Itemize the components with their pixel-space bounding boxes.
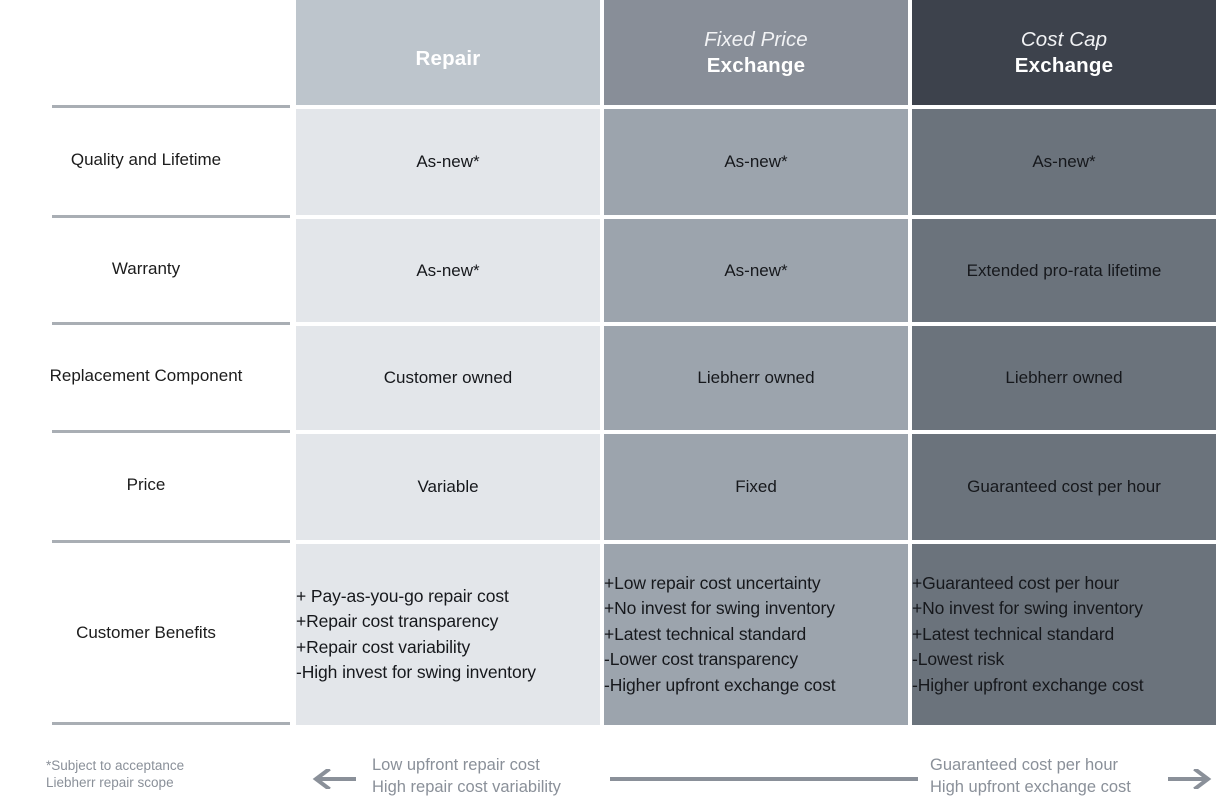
arrow-right-icon — [1166, 769, 1212, 789]
comparison-table: Repair Fixed Price Exchange Cost Cap Exc… — [0, 0, 1216, 725]
axis-label-right-line-1: Guaranteed cost per hour — [930, 756, 1119, 774]
row-divider — [52, 430, 290, 433]
row-label-price: Price — [0, 430, 292, 540]
benefit-item: +Guaranteed cost per hour — [912, 572, 1120, 593]
row-divider-bottom — [52, 722, 290, 725]
column-header-cost-cap-main: Exchange — [1014, 53, 1114, 77]
column-header-cost-cap-exchange: Cost Cap Exchange — [908, 0, 1216, 105]
cell-warranty-cost-cap: Extended pro-rata lifetime — [908, 215, 1216, 322]
cell-quality-fixed-price: As-new* — [600, 105, 908, 215]
column-header-fixed-price-exchange: Fixed Price Exchange — [600, 0, 908, 105]
column-header-repair: Repair — [292, 0, 600, 105]
cell-quality-cost-cap: As-new* — [908, 105, 1216, 215]
row-label-replacement-component: Replacement Component — [0, 322, 292, 430]
footnote-line-1: *Subject to acceptance — [46, 758, 185, 773]
benefit-item: -Higher upfront exchange cost — [912, 674, 1144, 695]
column-header-repair-label: Repair — [415, 47, 481, 70]
table-row: Price Variable Fixed Guaranteed cost per… — [0, 430, 1216, 540]
benefit-item: +No invest for swing inventory — [604, 598, 835, 619]
row-label-quality-and-lifetime: Quality and Lifetime — [0, 105, 292, 215]
axis-label-right-line-2: High upfront exchange cost — [930, 778, 1131, 796]
row-divider — [52, 105, 290, 108]
row-label-text: Warranty — [111, 258, 181, 278]
row-label-text-line2: Component — [154, 366, 243, 385]
cell-price-fixed-price: Fixed — [600, 430, 908, 540]
row-label-warranty: Warranty — [0, 215, 292, 322]
footnote: *Subject to acceptance Liebherr repair s… — [46, 757, 184, 791]
benefit-item: -Higher upfront exchange cost — [604, 674, 836, 695]
axis-label-left-line-2: High repair cost variability — [372, 778, 561, 796]
row-label-customer-benefits: Customer Benefits — [0, 540, 292, 725]
axis-label-left-line-1: Low upfront repair cost — [372, 756, 540, 774]
axis-connector-line — [610, 777, 918, 781]
cell-benefits-repair: + Pay-as-you-go repair cost +Repair cost… — [292, 540, 600, 725]
axis-label-left: Low upfront repair cost High repair cost… — [372, 754, 561, 798]
benefit-item: +Repair cost transparency — [296, 611, 499, 631]
benefit-item: -Lower cost transparency — [604, 649, 799, 670]
benefit-item: -High invest for swing inventory — [296, 662, 536, 682]
row-divider — [52, 540, 290, 543]
row-label-text: Price — [126, 475, 166, 494]
arrow-left-icon — [312, 769, 358, 789]
cell-replacement-cost-cap: Liebherr owned — [908, 322, 1216, 430]
cost-tradeoff-axis: Low upfront repair cost High repair cost… — [292, 750, 1216, 810]
table-header-row: Repair Fixed Price Exchange Cost Cap Exc… — [0, 0, 1216, 105]
benefit-item: +Low repair cost uncertainty — [604, 572, 821, 593]
cell-price-repair: Variable — [292, 430, 600, 540]
row-label-text-line1: Replacement — [49, 366, 150, 385]
cell-price-cost-cap: Guaranteed cost per hour — [908, 430, 1216, 540]
row-label-text: Quality and Lifetime — [70, 150, 222, 169]
column-header-cost-cap-sup: Cost Cap — [1020, 27, 1108, 51]
cell-benefits-fixed-price: +Low repair cost uncertainty +No invest … — [600, 540, 908, 725]
table-row-customer-benefits: Customer Benefits + Pay-as-you-go repair… — [0, 540, 1216, 725]
cell-replacement-fixed-price: Liebherr owned — [600, 322, 908, 430]
row-divider — [52, 322, 290, 325]
table-row: Replacement Component Customer owned Lie… — [0, 322, 1216, 430]
cell-quality-repair: As-new* — [292, 105, 600, 215]
cell-benefits-cost-cap: +Guaranteed cost per hour +No invest for… — [908, 540, 1216, 725]
axis-label-right: Guaranteed cost per hour High upfront ex… — [930, 754, 1131, 798]
cell-warranty-repair: As-new* — [292, 215, 600, 322]
benefit-item: +Repair cost variability — [296, 636, 471, 657]
column-header-fixed-price-sup: Fixed Price — [704, 27, 808, 51]
row-label-text: Customer Benefits — [76, 622, 216, 642]
benefit-item: +Latest technical standard — [604, 623, 807, 644]
benefit-item: +Latest technical standard — [912, 623, 1115, 644]
cell-warranty-fixed-price: As-new* — [600, 215, 908, 322]
benefit-item: + Pay-as-you-go repair cost — [296, 585, 509, 606]
benefit-item: +No invest for swing inventory — [912, 598, 1143, 619]
benefit-item: -Lowest risk — [912, 649, 1005, 670]
table-row: Warranty As-new* As-new* Extended pro-ra… — [0, 215, 1216, 322]
footnote-line-2: Liebherr repair scope — [46, 775, 174, 790]
column-header-fixed-price-main: Exchange — [706, 53, 806, 77]
row-divider — [52, 215, 290, 218]
header-corner-blank — [0, 0, 292, 105]
table-row: Quality and Lifetime As-new* As-new* As-… — [0, 105, 1216, 215]
cell-replacement-repair: Customer owned — [292, 322, 600, 430]
